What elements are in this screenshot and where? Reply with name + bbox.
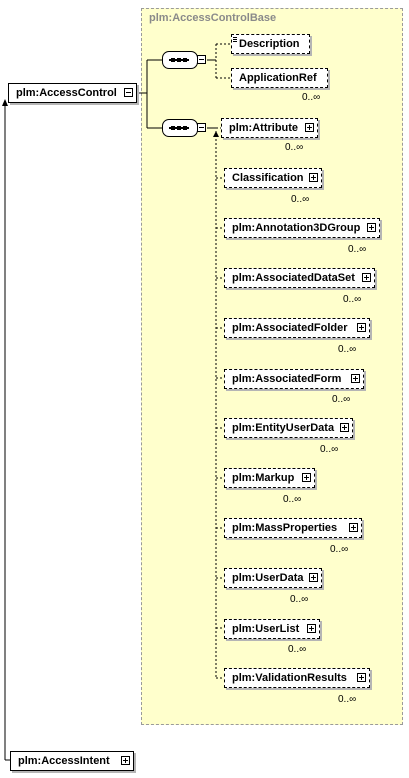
classification-label: Classification	[232, 172, 304, 184]
associated-folder-element[interactable]: plm:AssociatedFolder	[224, 318, 370, 338]
sequence-compositor-2[interactable]	[162, 119, 198, 137]
access-intent-label: plm:AccessIntent	[18, 755, 110, 767]
sequence-1-collapse-minus-icon[interactable]	[197, 55, 206, 64]
expand-plus-icon[interactable]	[307, 624, 316, 633]
sequence-2-collapse-minus-icon[interactable]	[197, 123, 206, 132]
expand-plus-icon[interactable]	[121, 756, 130, 765]
user-list-cardinality: 0..∞	[288, 644, 307, 655]
user-data-element[interactable]: plm:UserData	[224, 568, 322, 588]
markup-element[interactable]: plm:Markup	[224, 468, 315, 488]
mass-properties-cardinality: 0..∞	[330, 544, 349, 555]
user-data-label: plm:UserData	[232, 572, 304, 584]
user-list-element[interactable]: plm:UserList	[224, 619, 320, 639]
expand-plus-icon[interactable]	[302, 473, 311, 482]
entity-user-data-cardinality: 0..∞	[320, 444, 339, 455]
validation-results-label: plm:ValidationResults	[232, 672, 347, 684]
classification-element[interactable]: Classification	[224, 168, 322, 188]
expand-plus-icon[interactable]	[309, 173, 318, 182]
sequence-icon	[169, 126, 189, 130]
collapse-minus-icon[interactable]	[124, 88, 133, 97]
expand-plus-icon[interactable]	[349, 523, 358, 532]
access-control-element[interactable]: plm:AccessControl	[8, 83, 137, 103]
expand-plus-icon[interactable]	[309, 573, 318, 582]
validation-results-element[interactable]: plm:ValidationResults	[224, 668, 370, 688]
application-ref-element[interactable]: ApplicationRef	[231, 68, 328, 88]
expand-plus-icon[interactable]	[305, 123, 314, 132]
attribute-cardinality: 0..∞	[285, 142, 304, 153]
markup-label: plm:Markup	[232, 472, 295, 484]
annotation3dgroup-element[interactable]: plm:Annotation3DGroup	[224, 218, 380, 238]
base-type-label: plm:AccessControlBase	[149, 12, 277, 24]
access-intent-element[interactable]: plm:AccessIntent	[10, 751, 134, 771]
expand-plus-icon[interactable]	[357, 323, 366, 332]
expand-plus-icon[interactable]	[340, 423, 349, 432]
classification-cardinality: 0..∞	[291, 194, 310, 205]
associated-folder-cardinality: 0..∞	[338, 344, 357, 355]
mass-properties-label: plm:MassProperties	[232, 522, 338, 534]
mass-properties-element[interactable]: plm:MassProperties	[224, 518, 362, 538]
sequence-compositor-1[interactable]	[162, 51, 198, 69]
attribute-element[interactable]: plm:Attribute	[221, 118, 318, 138]
expand-plus-icon[interactable]	[367, 223, 376, 232]
associated-folder-label: plm:AssociatedFolder	[232, 322, 348, 334]
access-control-label: plm:AccessControl	[16, 87, 117, 99]
documentation-icon	[233, 37, 237, 42]
associated-form-element[interactable]: plm:AssociatedForm	[224, 369, 364, 389]
expand-plus-icon[interactable]	[362, 273, 371, 282]
sequence-icon	[169, 58, 189, 62]
attribute-label: plm:Attribute	[229, 122, 299, 134]
annotation3dgroup-label: plm:Annotation3DGroup	[232, 222, 361, 234]
associated-data-set-cardinality: 0..∞	[343, 294, 362, 305]
entity-user-data-label: plm:EntityUserData	[232, 422, 335, 434]
entity-user-data-element[interactable]: plm:EntityUserData	[224, 418, 353, 438]
user-data-cardinality: 0..∞	[290, 594, 309, 605]
associated-form-label: plm:AssociatedForm	[232, 373, 342, 385]
expand-plus-icon[interactable]	[351, 374, 360, 383]
associated-data-set-element[interactable]: plm:AssociatedDataSet	[224, 268, 375, 288]
associated-form-cardinality: 0..∞	[332, 394, 351, 405]
description-label: Description	[239, 38, 300, 50]
application-ref-label: ApplicationRef	[239, 72, 317, 84]
description-element[interactable]: Description	[231, 34, 310, 54]
expand-plus-icon[interactable]	[357, 673, 366, 682]
annotation3dgroup-cardinality: 0..∞	[348, 244, 367, 255]
user-list-label: plm:UserList	[232, 623, 300, 635]
application-ref-cardinality: 0..∞	[302, 92, 321, 103]
associated-data-set-label: plm:AssociatedDataSet	[232, 272, 355, 284]
validation-results-cardinality: 0..∞	[338, 694, 357, 705]
markup-cardinality: 0..∞	[283, 494, 302, 505]
